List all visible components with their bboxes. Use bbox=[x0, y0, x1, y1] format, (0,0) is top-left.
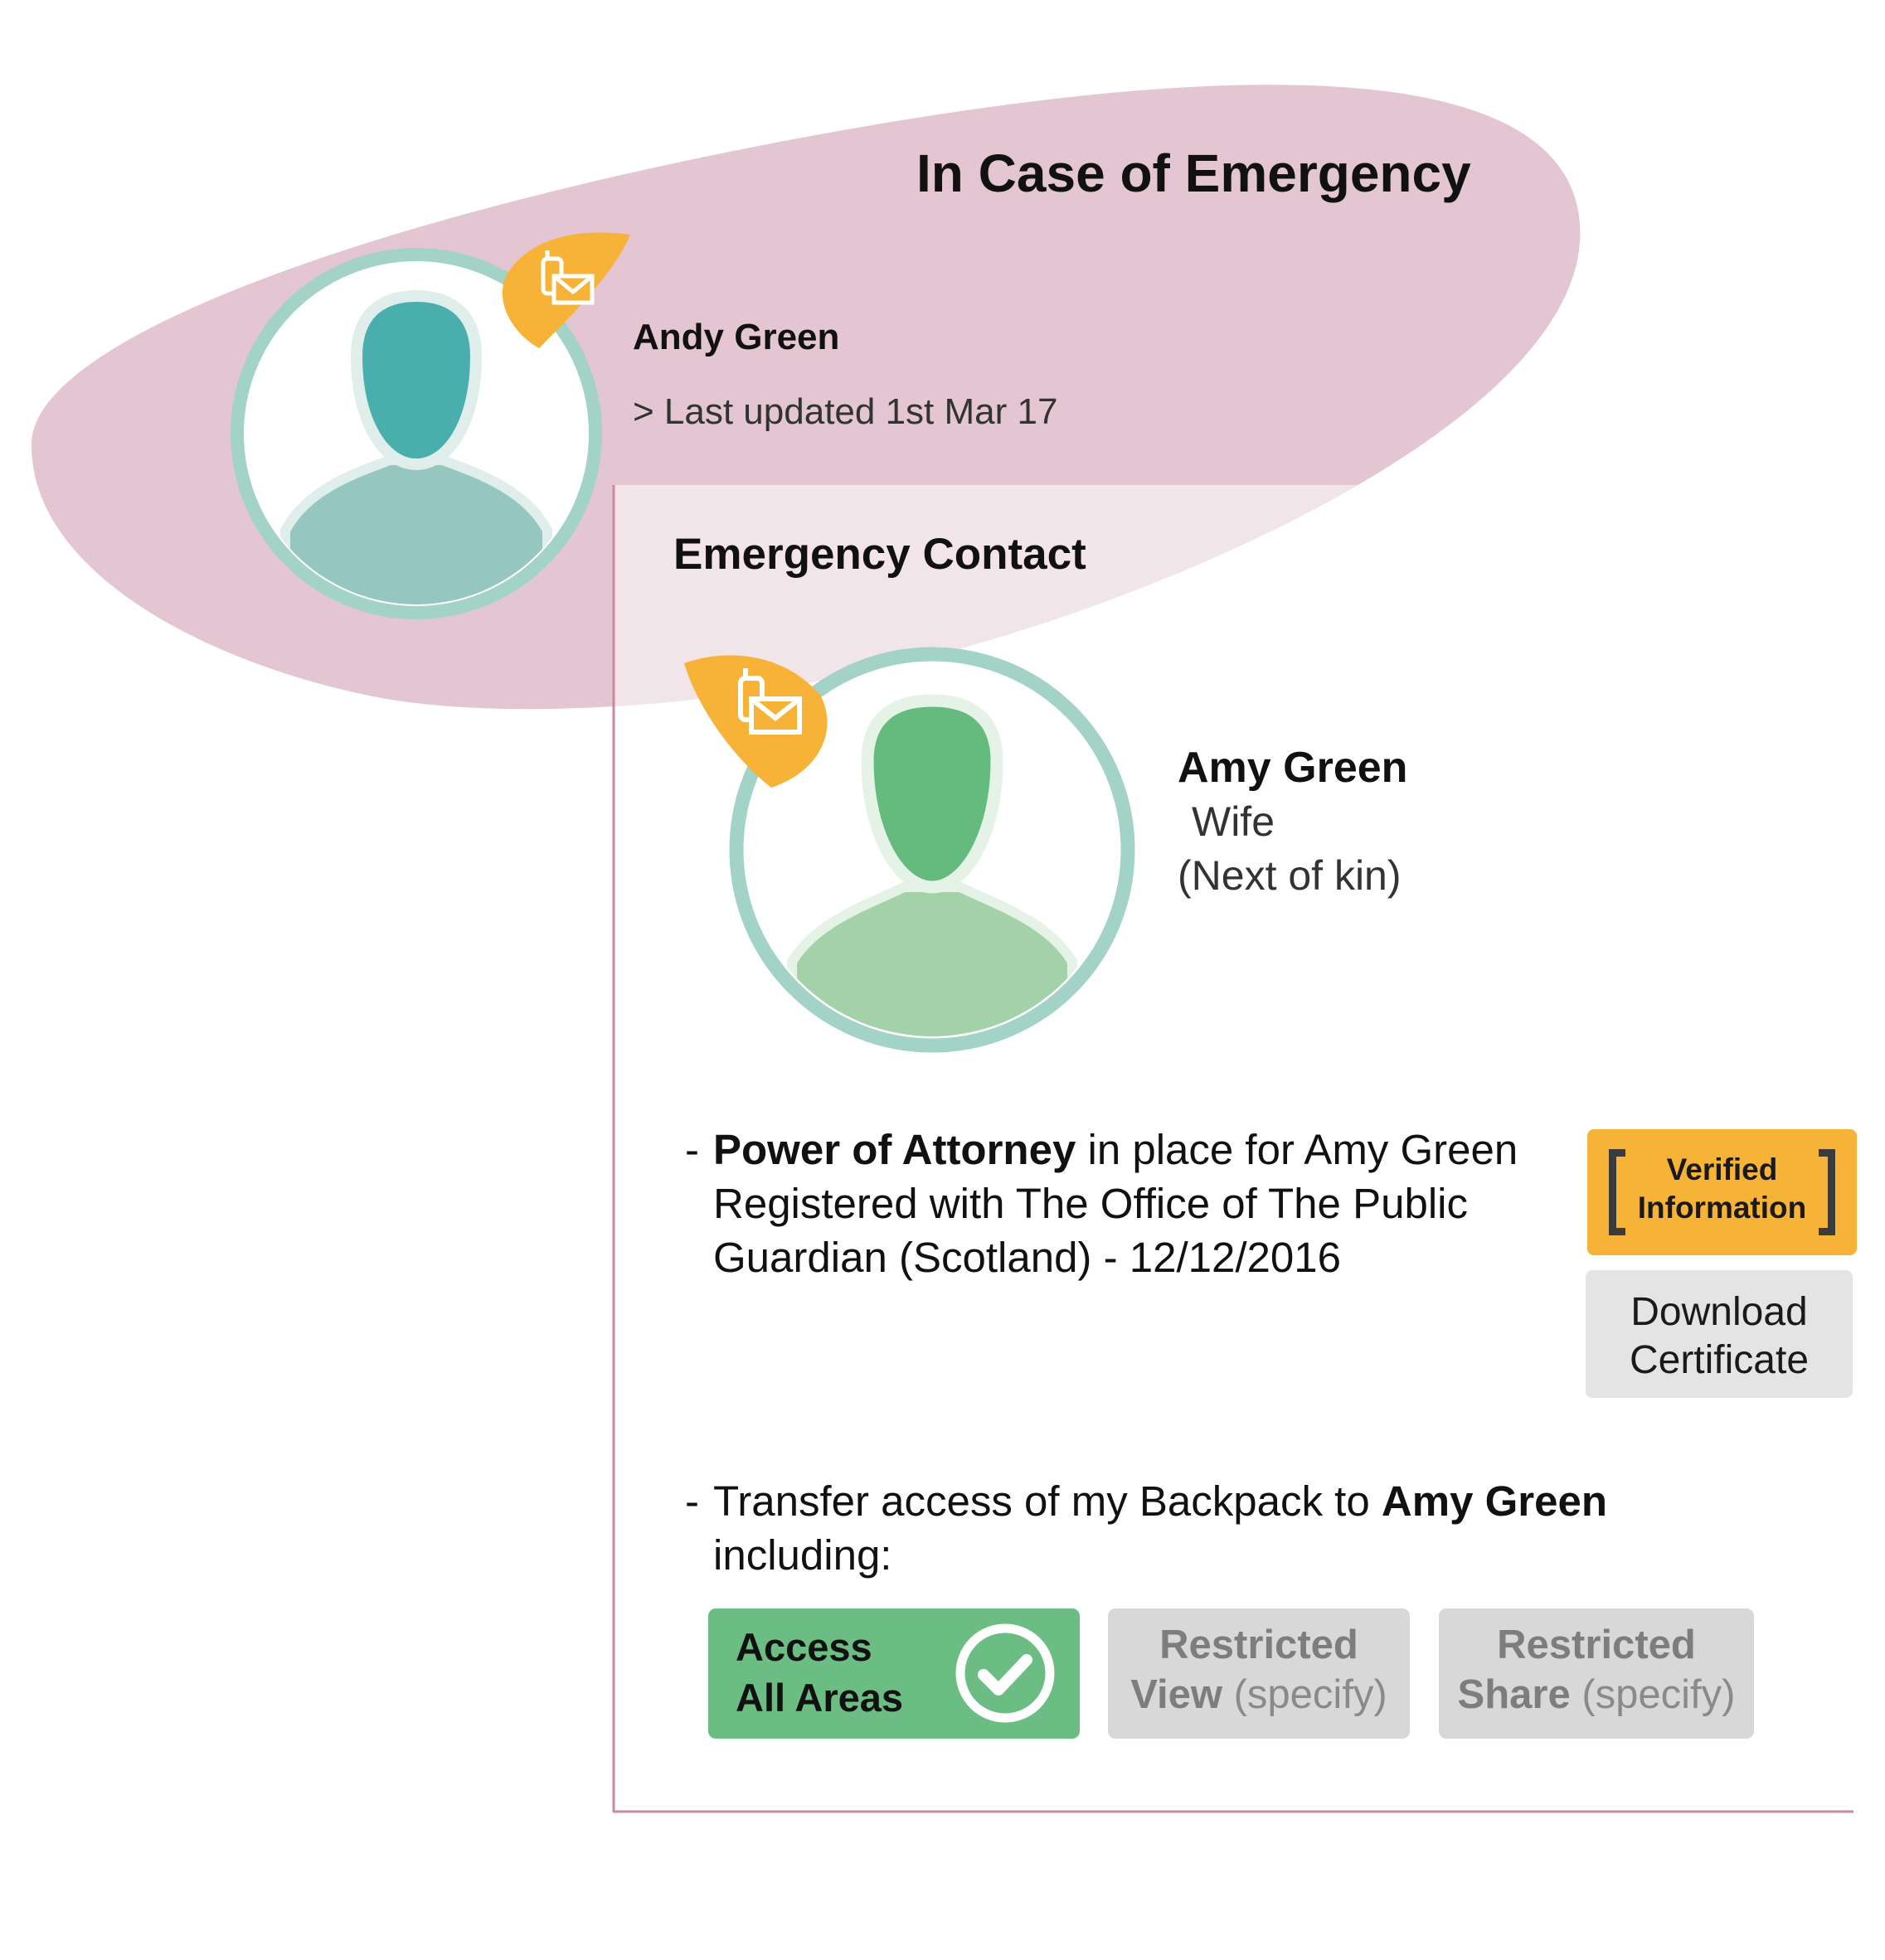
poa-line2: Registered with The Office of The Public bbox=[713, 1180, 1468, 1227]
contact-avatar bbox=[729, 647, 1135, 1053]
access-line2: All Areas bbox=[736, 1676, 904, 1720]
transfer-prefix: Transfer access of my Backpack to bbox=[713, 1477, 1382, 1525]
view-bold: View bbox=[1130, 1672, 1222, 1717]
right-bracket bbox=[1819, 1149, 1835, 1235]
view-rest: (specify) bbox=[1222, 1672, 1387, 1717]
download-certificate-button[interactable]: Download Certificate bbox=[1586, 1270, 1853, 1398]
page-title: In Case of Emergency bbox=[916, 143, 1471, 203]
section-title: Emergency Contact bbox=[673, 530, 1086, 579]
share-bold: Share bbox=[1457, 1672, 1571, 1717]
left-bracket bbox=[1609, 1149, 1625, 1235]
access-line1: Access bbox=[736, 1625, 872, 1669]
power-of-attorney-text: - Power of Attorney in place for Amy Gre… bbox=[685, 1123, 1589, 1284]
contact-name: Amy Green bbox=[1178, 744, 1408, 792]
share-rest: (specify) bbox=[1570, 1672, 1736, 1717]
poa-bold: Power of Attorney bbox=[713, 1126, 1076, 1173]
poa-rest: in place for Amy Green bbox=[1076, 1126, 1518, 1173]
phone-mail-icon-2 bbox=[738, 668, 802, 735]
download-line2: Certificate bbox=[1629, 1338, 1810, 1382]
download-line1: Download bbox=[1630, 1290, 1808, 1334]
user-avatar bbox=[231, 248, 602, 619]
contact-kin: (Next of kin) bbox=[1178, 852, 1402, 899]
verified-line2: Information bbox=[1637, 1191, 1807, 1225]
view-line1: Restricted bbox=[1159, 1623, 1358, 1667]
last-updated-link[interactable]: > Last updated 1st Mar 17 bbox=[633, 391, 1058, 432]
transfer-access-text: - Transfer access of my Backpack to Amy … bbox=[685, 1474, 1763, 1582]
restricted-share-button[interactable]: Restricted Share (specify) bbox=[1439, 1608, 1754, 1739]
phone-mail-icon bbox=[541, 250, 595, 305]
transfer-line2: including: bbox=[713, 1531, 892, 1579]
poa-dash: - bbox=[685, 1126, 699, 1173]
contact-relation: Wife bbox=[1192, 798, 1275, 845]
verified-line1: Verified bbox=[1666, 1152, 1778, 1186]
access-all-areas-button[interactable]: Access All Areas bbox=[708, 1608, 1080, 1739]
share-line1: Restricted bbox=[1497, 1623, 1696, 1667]
check-circle-icon bbox=[955, 1623, 1055, 1723]
verified-information-badge: Verified Information bbox=[1587, 1129, 1857, 1255]
poa-line3: Guardian (Scotland) - 12/12/2016 bbox=[713, 1234, 1341, 1281]
contact-contact-badge[interactable] bbox=[684, 655, 828, 788]
transfer-bold: Amy Green bbox=[1381, 1477, 1607, 1525]
restricted-view-button[interactable]: Restricted View (specify) bbox=[1108, 1608, 1410, 1739]
user-contact-badge[interactable] bbox=[502, 232, 630, 348]
user-name: Andy Green bbox=[633, 317, 840, 357]
transfer-dash: - bbox=[685, 1477, 699, 1525]
